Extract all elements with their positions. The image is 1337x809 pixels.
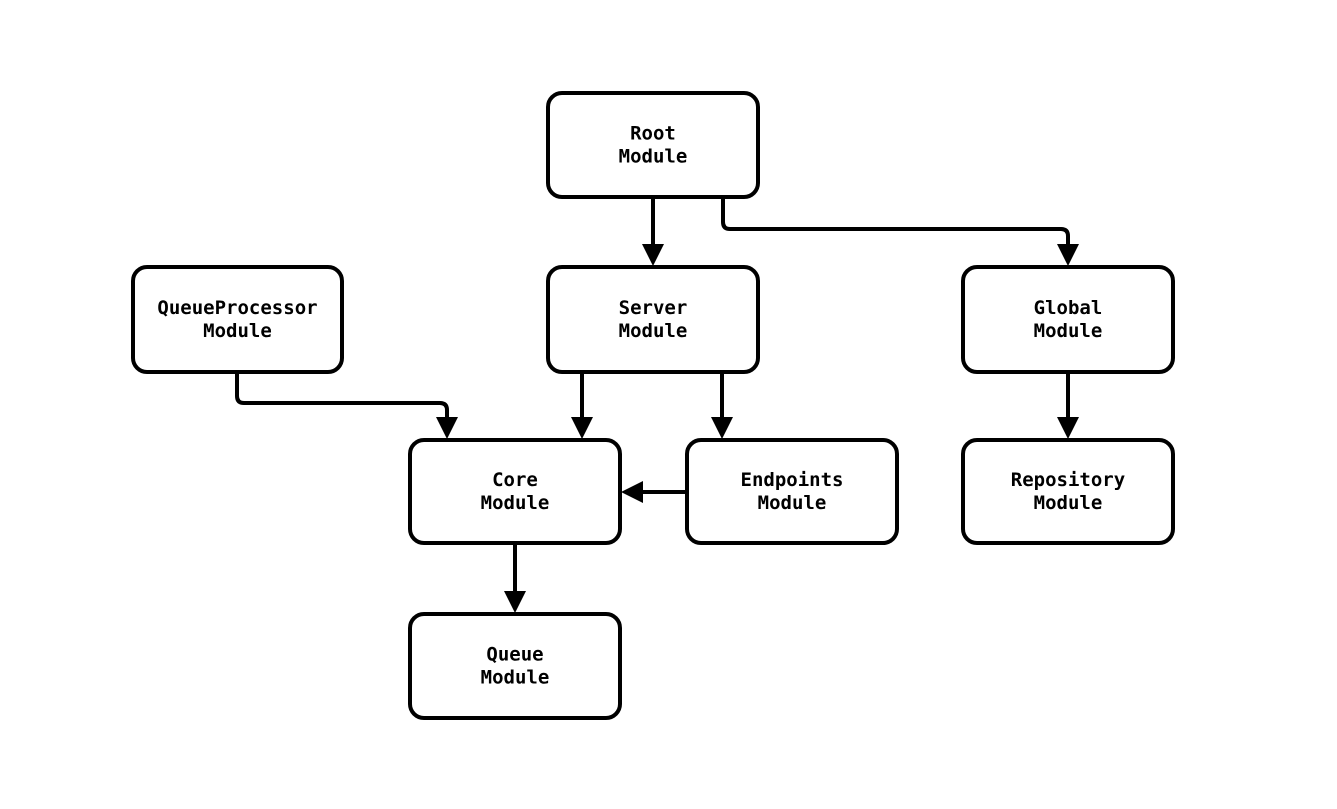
arrowhead-icon bbox=[571, 417, 593, 439]
node-box[interactable] bbox=[131, 265, 344, 374]
edge-line bbox=[721, 197, 1070, 252]
node-label-line1: Global bbox=[1034, 297, 1103, 319]
node-box[interactable] bbox=[408, 438, 622, 545]
edge-core-to-queue bbox=[504, 543, 526, 613]
node-label-line2: Module bbox=[481, 667, 550, 689]
arrowhead-icon bbox=[1057, 417, 1079, 439]
node-label-line1: Root bbox=[630, 123, 676, 145]
node-box[interactable] bbox=[685, 438, 899, 545]
edge-endpoints-to-core bbox=[621, 481, 687, 503]
node-box[interactable] bbox=[961, 438, 1175, 545]
node-box[interactable] bbox=[408, 612, 622, 720]
node-label-line1: QueueProcessor bbox=[157, 297, 317, 319]
node-label-line2: Module bbox=[758, 492, 827, 514]
arrowhead-icon bbox=[621, 481, 643, 503]
node-label-line1: Server bbox=[619, 297, 688, 319]
arrowhead-icon bbox=[711, 417, 733, 439]
edge-global-to-repository bbox=[1057, 372, 1079, 439]
arrowhead-icon bbox=[642, 244, 664, 266]
node-box[interactable] bbox=[961, 265, 1175, 374]
edges-layer bbox=[235, 197, 1079, 613]
node-label-line2: Module bbox=[619, 146, 688, 168]
node-label-line1: Core bbox=[492, 469, 538, 491]
node-label-line2: Module bbox=[203, 320, 272, 342]
edge-root-to-global bbox=[721, 197, 1079, 266]
node-label-line1: Endpoints bbox=[741, 469, 844, 491]
node-box[interactable] bbox=[546, 91, 760, 199]
arrowhead-icon bbox=[1057, 244, 1079, 266]
node-label-line1: Repository bbox=[1011, 469, 1125, 491]
edge-queueprocessor-to-core bbox=[235, 372, 458, 439]
node-label-line2: Module bbox=[1034, 320, 1103, 342]
edge-line bbox=[235, 372, 449, 425]
node-label-line2: Module bbox=[481, 492, 550, 514]
arrowhead-icon bbox=[436, 417, 458, 439]
edge-server-to-core bbox=[571, 372, 593, 439]
node-box[interactable] bbox=[546, 265, 760, 374]
edge-server-to-endpoints bbox=[711, 372, 733, 439]
node-label-line1: Queue bbox=[486, 644, 543, 666]
node-label-line2: Module bbox=[619, 320, 688, 342]
nodes-layer: RootModuleQueueProcessorModuleServerModu… bbox=[131, 91, 1175, 720]
edge-root-to-server bbox=[642, 197, 664, 266]
arrowhead-icon bbox=[504, 591, 526, 613]
node-label-line2: Module bbox=[1034, 492, 1103, 514]
